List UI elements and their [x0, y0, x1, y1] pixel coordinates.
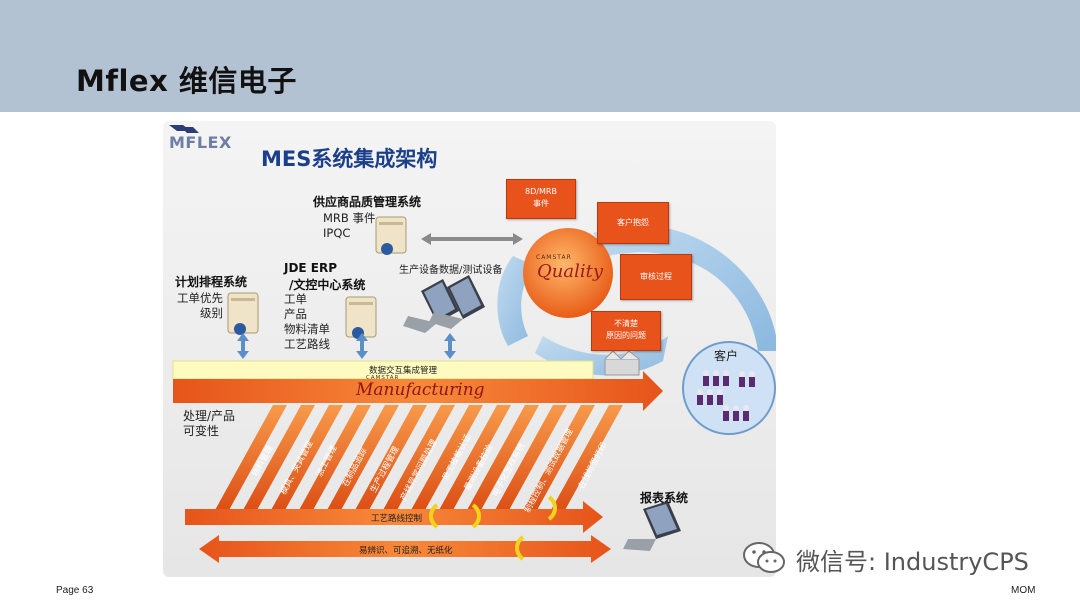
supplier-server-icon	[375, 216, 407, 255]
supplier-system-title: 供应商品质管理系统	[313, 195, 422, 209]
process-label-line-2: 可变性	[183, 424, 220, 438]
manufacturing-arrow	[173, 371, 663, 411]
customer-circle	[682, 341, 776, 435]
mflex-logo: MFLEX	[169, 133, 231, 153]
traceability-label: 易辨识、可追溯、无纸化	[359, 546, 453, 556]
loop-marks	[429, 495, 557, 561]
quality-brand: CAMSTAR	[536, 254, 572, 261]
customer-label: 客户	[714, 349, 739, 363]
watermark: 微信号: IndustryCPS	[740, 540, 1060, 576]
quality-event-complaint: 客户抱怨	[597, 202, 669, 244]
customer-heads	[697, 370, 755, 411]
quality-event-8d-mrb: 8D/MRB 事件	[506, 179, 576, 219]
quality-event-audit: 审核过程	[620, 254, 692, 300]
supplier-system-line-1: MRB 事件	[323, 211, 376, 225]
planning-line-2: 级别	[200, 306, 223, 320]
quality-event-unknown-cause: 不清楚 原因的问题	[591, 311, 661, 351]
jde-line-2: 产品	[284, 307, 307, 321]
jde-line-4: 工艺路线	[284, 337, 330, 351]
jde-server-icon	[345, 296, 377, 339]
routing-arrow	[185, 501, 603, 533]
planning-server-icon	[227, 292, 259, 335]
function-arrows	[209, 405, 623, 521]
customer-people-icon	[697, 376, 755, 421]
manufacturing-brand: CAMSTAR	[366, 375, 400, 381]
routing-label: 工艺路线控制	[371, 514, 423, 524]
planning-line-1: 工单优先	[177, 291, 223, 305]
jde-line-3: 物料清单	[284, 322, 330, 336]
logo-emblem	[169, 125, 199, 133]
factory-icon	[604, 350, 640, 376]
traceability-arrow	[199, 535, 611, 563]
integration-bar-label: 数据交互集成管理	[369, 366, 438, 376]
watermark-text: 微信号: IndustryCPS	[796, 548, 1029, 576]
page-number: Page 63	[56, 585, 94, 596]
quality-product: Quality	[537, 261, 603, 282]
bidirectional-arrow	[421, 233, 523, 245]
report-laptop-icon	[623, 501, 681, 551]
logo-text: MFLEX	[169, 133, 232, 152]
manufacturing-product: Manufacturing	[356, 380, 485, 400]
equipment-label: 生产设备数据/测试设备	[399, 265, 503, 276]
supplier-system-line-2: IPQC	[323, 226, 351, 240]
quality-circle	[523, 228, 613, 318]
jde-line-1: 工单	[284, 292, 307, 306]
title-bar: Mflex 维信电子	[0, 0, 1080, 112]
footer-mom: MOM	[1011, 585, 1036, 596]
equipment-laptop-icon	[403, 275, 485, 333]
wechat-icon	[743, 542, 785, 573]
report-system-label: 报表系统	[640, 491, 689, 505]
connector-arrows	[237, 333, 456, 359]
planning-system-title: 计划排程系统	[175, 275, 248, 289]
process-label-line-1: 处理/产品	[183, 409, 236, 423]
slide-title: Mflex 维信电子	[76, 64, 297, 98]
jde-system-title: JDE ERP	[284, 261, 338, 275]
diagram-title: MES系统集成架构	[261, 147, 438, 171]
diagram-graphics	[169, 125, 776, 563]
mes-architecture-diagram: MFLEX MES系统集成架构 供应商品质管理系统 MRB 事件 IPQC JD…	[163, 121, 776, 577]
jde-system-subtitle: /文控中心系统	[289, 278, 366, 292]
